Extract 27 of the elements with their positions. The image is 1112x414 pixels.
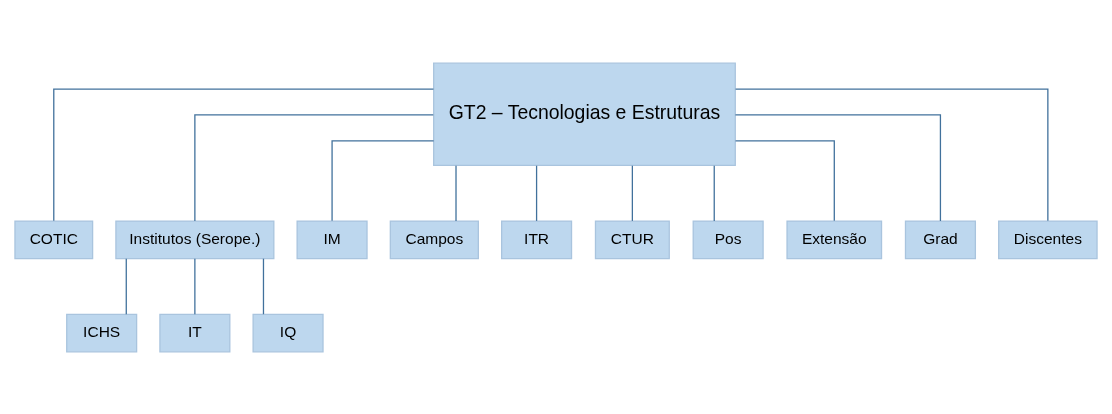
connector	[194, 113, 434, 222]
connector	[125, 257, 127, 315]
connector	[713, 164, 715, 222]
connector	[734, 113, 942, 222]
connector	[53, 87, 435, 221]
node-box: IT	[159, 313, 231, 352]
node-box: Extensão	[786, 219, 883, 259]
node-box: ITR	[501, 219, 573, 259]
connector	[734, 87, 1049, 221]
connector	[535, 164, 538, 222]
node-box: GT2 – Tecnologias e Estruturas	[433, 62, 736, 166]
node-box: Grad	[904, 219, 977, 259]
node-box: COTIC	[14, 219, 94, 259]
node-box: Pos	[692, 219, 764, 259]
connector	[331, 139, 435, 221]
connector	[262, 257, 265, 315]
node-box: IM	[296, 219, 368, 259]
node-box: Discentes	[998, 219, 1098, 259]
node-box: Institutos (Serope.)	[115, 219, 275, 259]
node-box: ICHS	[66, 313, 138, 352]
node-box: IQ	[252, 313, 324, 352]
connector	[734, 139, 835, 221]
node-box: Campos	[389, 219, 479, 259]
node-box: CTUR	[594, 219, 670, 259]
connector	[194, 257, 196, 315]
connector	[631, 164, 633, 222]
connector	[455, 164, 457, 222]
